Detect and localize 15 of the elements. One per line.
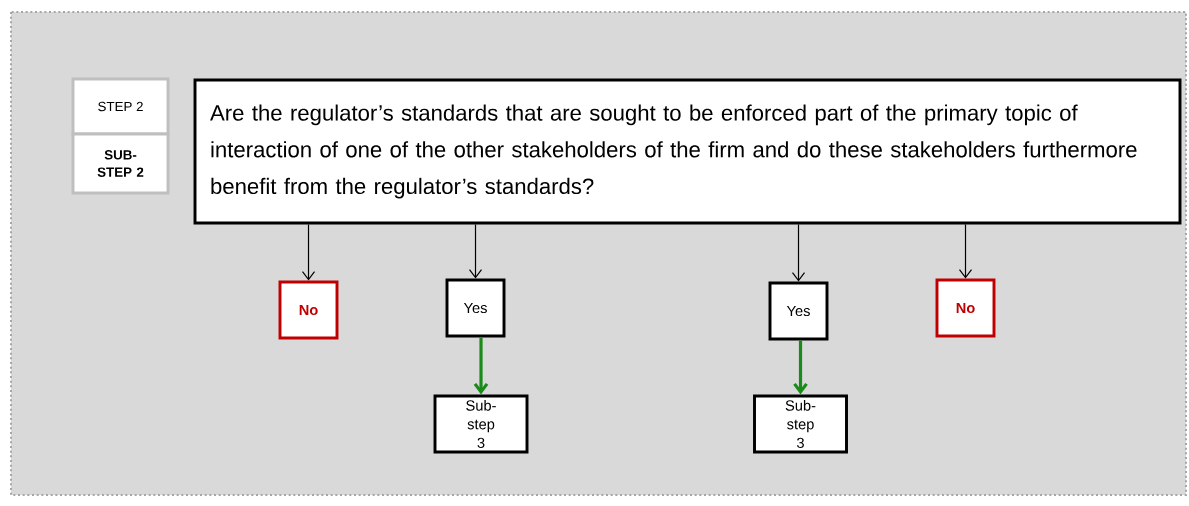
arrow [791,223,806,282]
answer-box: Yes [445,278,506,338]
step-label: SUB-STEP 2 [71,132,170,195]
process-box: Sub-step 3 [753,394,848,454]
arrow [958,223,973,279]
answer-box: Yes [768,281,829,341]
arrow [468,223,483,279]
answer-box: No [278,280,339,340]
step-label: STEP 2 [71,77,170,136]
arrow [301,223,316,281]
arrow [793,340,808,395]
process-box: Sub-step 3 [433,394,529,454]
question-box: Are the regulator’s standards that are sought to be enforced part of the primary topic of interaction of one of the other stakeholders of the firm and do these stakeholders furthermore benefit from the regulator’s standards? [193,78,1182,225]
arrow [473,337,489,395]
answer-box: No [935,278,996,338]
